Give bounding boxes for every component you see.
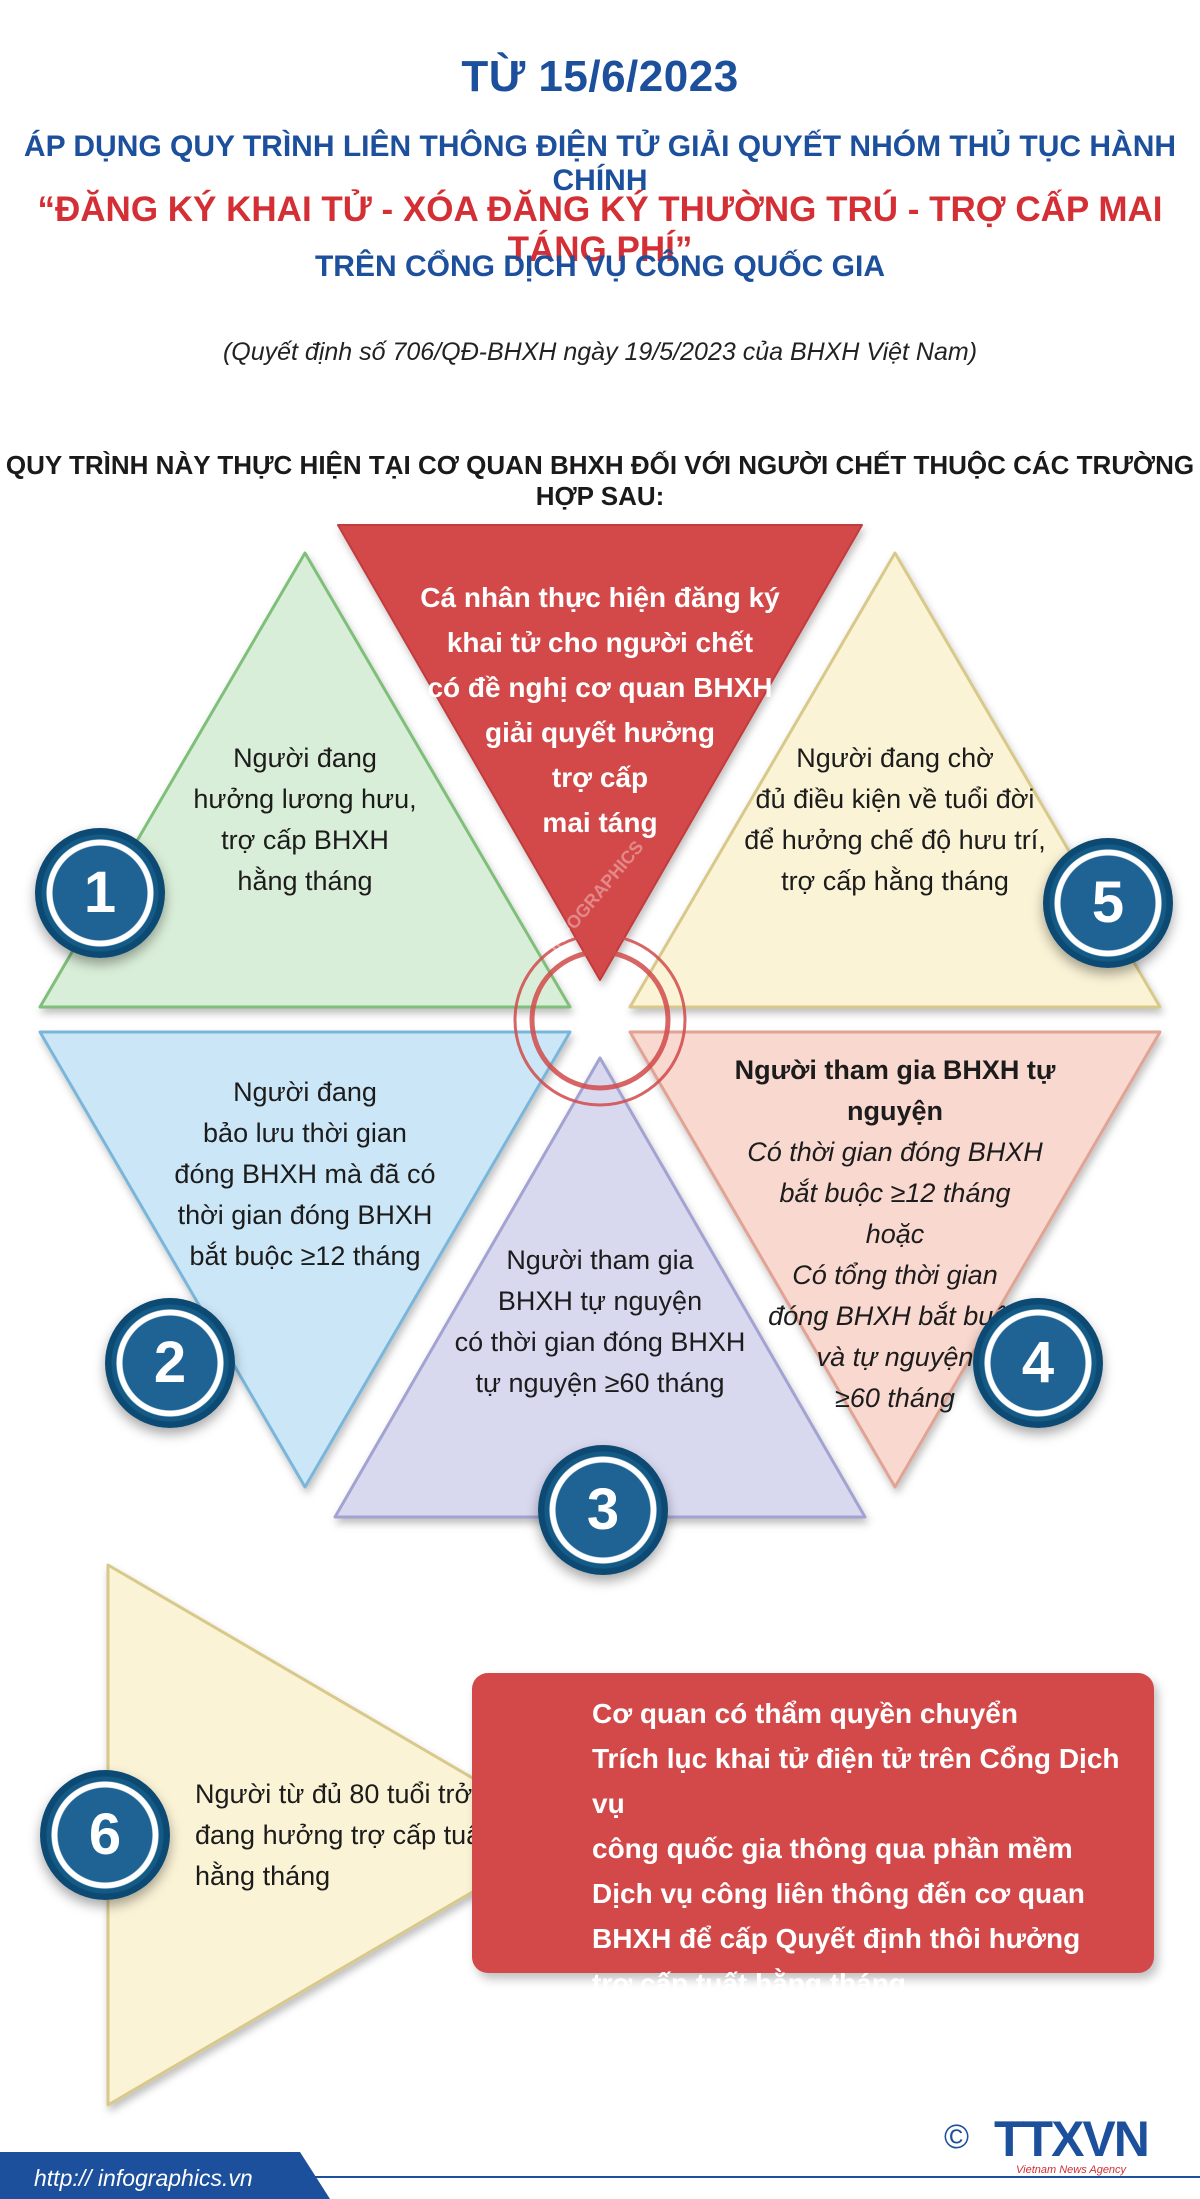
footer-url-link[interactable]: http:// infographics.vn <box>34 2165 253 2191</box>
ttxvn-logo: TTXVN <box>994 2111 1150 2167</box>
copyright-icon: © <box>944 2118 970 2156</box>
title-line-4: TRÊN CỔNG DỊCH VỤ CÔNG QUỐC GIA <box>314 250 885 283</box>
badge-case-6: 6 <box>40 1770 170 1900</box>
footer-bar <box>0 2152 330 2199</box>
decision-reference: (Quyết định số 706/QĐ-BHXH ngày 19/5/202… <box>222 338 978 366</box>
title-date: TỪ 15/6/2023 <box>461 52 739 101</box>
top-center-text: Cá nhân thực hiện đăng ký khai tử cho ng… <box>420 582 780 838</box>
triangle-center-top <box>337 524 863 981</box>
case-6-text: Người từ đủ 80 tuổi trở lên đang hưởng t… <box>195 1779 516 1891</box>
case-1-text: Người đang hưởng lương hưu, trợ cấp BHXH… <box>193 743 417 896</box>
badge-case-5: 5 <box>1043 838 1173 968</box>
triangle-case-4 <box>628 1030 1162 1489</box>
case-3-text: Người tham gia BHXH tự nguyện có thời gi… <box>454 1245 746 1398</box>
agency-name: Vietnam News Agency <box>1016 2164 1127 2176</box>
badge-case-2: 2 <box>105 1298 235 1428</box>
title-line-2: ÁP DỤNG QUY TRÌNH LIÊN THÔNG ĐIỆN TỬ GIẢ… <box>23 130 1177 197</box>
case-6-result-text: Cơ quan có thẩm quyền chuyển Trích lục k… <box>592 1698 1120 1999</box>
case-4-title: Người tham gia BHXH tự nguyện <box>734 1055 1056 1126</box>
badge-case-1: 1 <box>35 828 165 958</box>
triangle-case-5 <box>628 551 1162 1009</box>
triangle-case-2 <box>38 1030 572 1489</box>
case-4-text: Người tham gia BHXH tự nguyện Có thời gi… <box>690 1050 1100 1419</box>
case-5-text: Người đang chờ đủ điều kiện về tuổi đời … <box>744 743 1046 896</box>
title-line-3: “ĐĂNG KÝ KHAI TỬ - XÓA ĐĂNG KÝ THƯỜNG TR… <box>37 190 1163 269</box>
intro-heading: QUY TRÌNH NÀY THỰC HIỆN TẠI CƠ QUAN BHXH… <box>5 450 1195 511</box>
badge-case-3: 3 <box>538 1445 668 1575</box>
center-ring-outer <box>513 933 687 1107</box>
case-6-result-box: Cơ quan có thẩm quyền chuyển Trích lục k… <box>472 1673 1154 1999</box>
center-ring-inner <box>529 949 671 1091</box>
triangle-case-1 <box>38 551 572 1009</box>
badge-case-4: 4 <box>973 1298 1103 1428</box>
case-2-text: Người đang bảo lưu thời gian đóng BHXH m… <box>174 1077 436 1271</box>
